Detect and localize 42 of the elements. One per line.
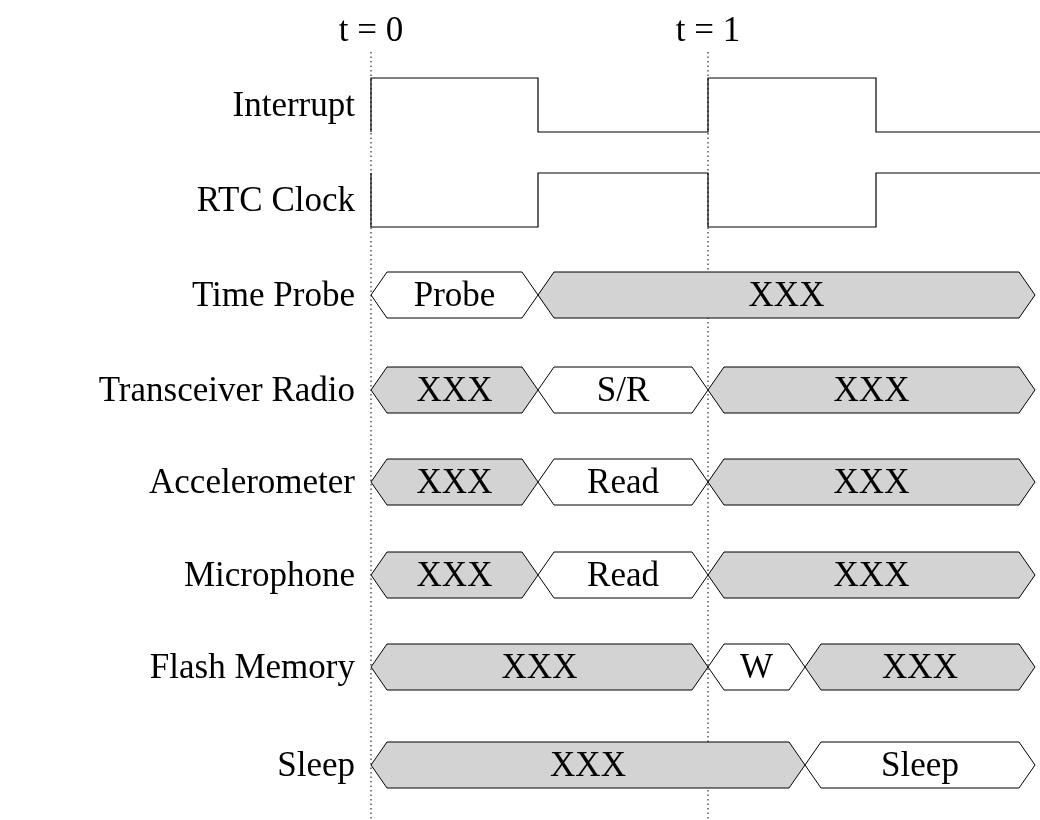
state-label: XXX <box>833 370 910 410</box>
bus-state-hexagon <box>708 367 1035 413</box>
bus-state-hexagon <box>538 552 708 598</box>
signal-name: Sleep <box>277 745 355 785</box>
bus-state-hexagon <box>708 552 1035 598</box>
state-label: XXX <box>833 462 910 502</box>
signal-name: Transceiver Radio <box>98 370 355 410</box>
bus-state-hexagon <box>538 272 1035 318</box>
bus-state-hexagon <box>708 459 1035 505</box>
bus-state-hexagon <box>805 742 1035 788</box>
bus-state-hexagon <box>371 272 538 318</box>
state-label: XXX <box>416 555 493 595</box>
state-label: Sleep <box>881 745 959 785</box>
bus-state-hexagon <box>805 644 1035 690</box>
time-marker-label: t = 1 <box>675 10 741 50</box>
state-label: XXX <box>882 647 958 687</box>
state-label: S/R <box>596 370 650 410</box>
bus-state-hexagon <box>538 459 708 505</box>
state-label: XXX <box>748 275 825 315</box>
state-label: XXX <box>501 647 578 687</box>
bus-state-hexagon <box>371 459 538 505</box>
signal-name: Flash Memory <box>149 647 355 687</box>
signal-name: Time Probe <box>191 275 355 315</box>
bus-state-hexagon <box>371 644 708 690</box>
state-label: XXX <box>416 370 493 410</box>
bus-state-hexagon <box>371 742 805 788</box>
bus-state-hexagon <box>371 552 538 598</box>
state-label: XXX <box>416 462 493 502</box>
bus-state-hexagon <box>538 367 708 413</box>
state-label: XXX <box>550 745 626 785</box>
signal-name: RTC Clock <box>196 180 355 220</box>
state-label: XXX <box>833 555 910 595</box>
signal-name: Interrupt <box>232 85 355 125</box>
state-label: Read <box>587 462 659 502</box>
time-marker-label: t = 0 <box>338 10 404 50</box>
state-label: W <box>740 647 773 687</box>
signal-name: Microphone <box>183 555 355 595</box>
signal-name: Accelerometer <box>149 462 355 502</box>
bus-state-hexagon <box>708 644 805 690</box>
state-label: Probe <box>413 275 496 315</box>
bus-state-hexagon <box>371 367 538 413</box>
state-label: Read <box>587 555 659 595</box>
